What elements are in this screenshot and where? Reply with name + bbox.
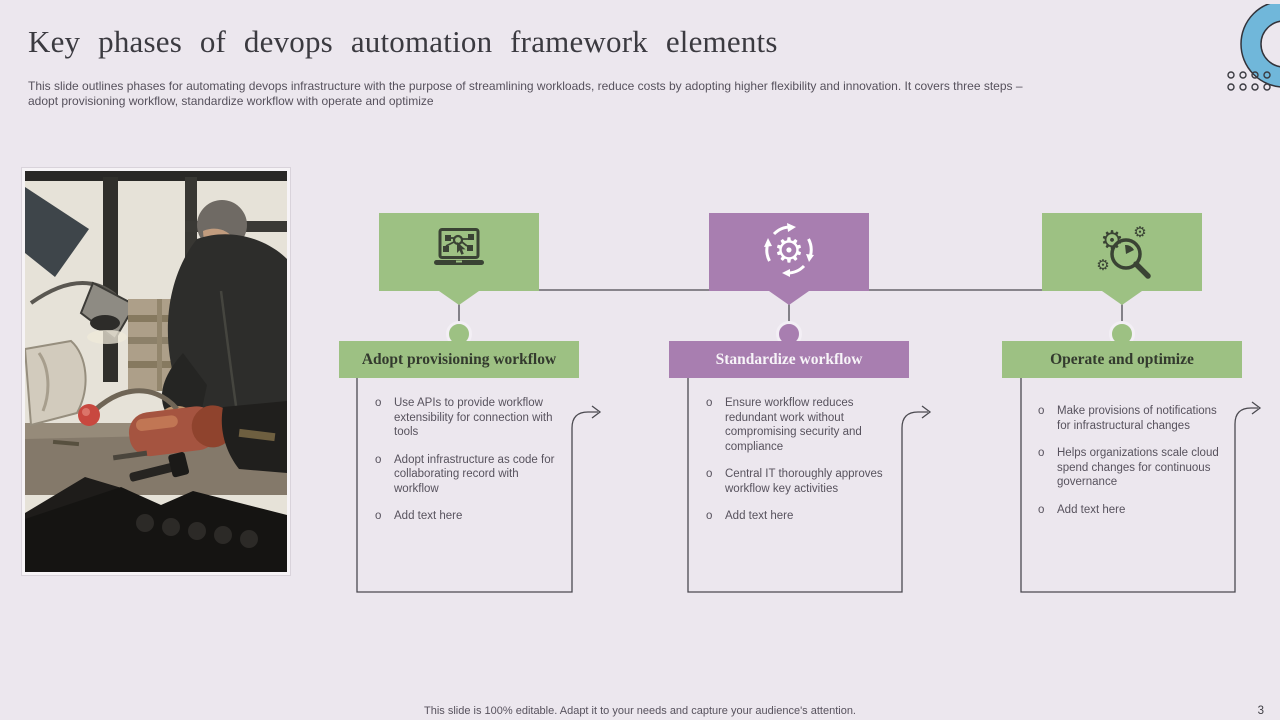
list-item: o Helps organizations scale cloud spend … — [1038, 446, 1223, 490]
phase-icon-box-2: ⚙ — [709, 213, 869, 291]
add-text-placeholder[interactable]: Add text here — [1057, 503, 1126, 516]
svg-text:⚙: ⚙ — [1096, 256, 1109, 274]
add-text-placeholder[interactable]: Add text here — [725, 510, 794, 522]
bullet-marker: o — [1038, 447, 1045, 459]
bullet-text: Central IT thoroughly approves workflow … — [725, 468, 883, 495]
bullet-marker: o — [1038, 503, 1045, 516]
list-item: o Ensure workflow reduces redundant work… — [706, 396, 891, 454]
add-text-placeholder[interactable]: Add text here — [394, 510, 463, 522]
phase-title-2: Standardize workflow — [669, 341, 909, 378]
slide-subtitle: This slide outlines phases for automatin… — [28, 79, 1023, 108]
list-item: o Add text here — [375, 509, 560, 524]
bullet-text: Ensure workflow reduces redundant work w… — [725, 397, 862, 453]
page-number: 3 — [1257, 705, 1264, 717]
phase-bullets-2: o Ensure workflow reduces redundant work… — [706, 396, 891, 537]
phase-title-2-label: Standardize workflow — [715, 351, 863, 368]
workshop-photo — [21, 167, 291, 576]
svg-text:⚙: ⚙ — [1100, 226, 1123, 256]
phase-title-1: Adopt provisioning workflow — [339, 341, 579, 378]
list-item: o Adopt infrastructure as code for colla… — [375, 453, 560, 497]
bullet-text: Adopt infrastructure as code for collabo… — [394, 453, 555, 495]
brand-logo-icon — [1222, 4, 1280, 92]
bullet-marker: o — [1038, 405, 1045, 417]
phase-icon-box-3: ⚙ ⚙ ⚙ — [1042, 213, 1202, 291]
svg-text:⚙: ⚙ — [1133, 223, 1146, 241]
list-item: o Add text here — [1038, 503, 1223, 518]
phase-title-3: Operate and optimize — [1002, 341, 1242, 378]
bullet-text: Make provisions of notifications for inf… — [1057, 405, 1217, 432]
bullet-marker: o — [375, 453, 382, 466]
phase-title-1-label: Adopt provisioning workflow — [361, 351, 557, 368]
list-item: o Make provisions of notifications for i… — [1038, 404, 1223, 433]
list-item: o Central IT thoroughly approves workflo… — [706, 467, 891, 496]
gear-cycle-arrows-icon: ⚙ — [757, 221, 821, 284]
bullet-marker: o — [706, 397, 713, 409]
bullet-marker: o — [706, 510, 713, 522]
phase-icon-box-1 — [379, 213, 539, 291]
bullet-marker: o — [706, 468, 713, 480]
logo-dots-icon — [1227, 70, 1275, 92]
bullet-marker: o — [375, 510, 382, 522]
svg-text:⚙: ⚙ — [774, 231, 804, 271]
phase-bullets-1: o Use APIs to provide workflow extensibi… — [375, 396, 560, 537]
bullet-text: Use APIs to provide workflow extensibili… — [394, 397, 553, 438]
footer-note: This slide is 100% editable. Adapt it to… — [424, 705, 856, 717]
bullet-text: Helps organizations scale cloud spend ch… — [1057, 447, 1219, 488]
gears-magnifier-icon: ⚙ ⚙ ⚙ — [1090, 221, 1154, 284]
bullet-marker: o — [375, 397, 382, 409]
phase-title-3-label: Operate and optimize — [1050, 351, 1194, 368]
list-item: o Add text here — [706, 509, 891, 524]
list-item: o Use APIs to provide workflow extensibi… — [375, 396, 560, 440]
phase-bullets-3: o Make provisions of notifications for i… — [1038, 404, 1223, 530]
laptop-process-automation-icon — [432, 227, 486, 277]
page-title: Key phases of devops automation framewor… — [28, 24, 778, 59]
